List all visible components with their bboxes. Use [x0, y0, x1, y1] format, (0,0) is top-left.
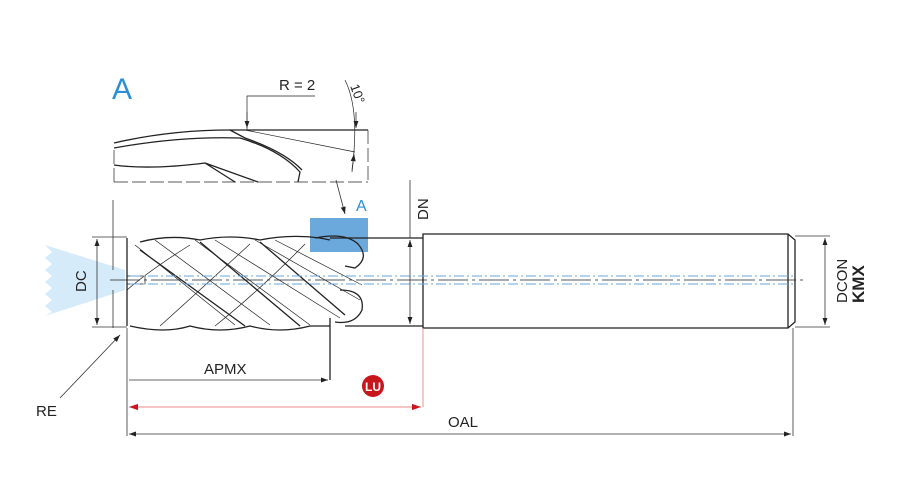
- detail-highlight-box: [310, 218, 368, 252]
- cutting-flutes: [126, 235, 364, 331]
- apmx-label: APMX: [204, 361, 247, 378]
- dn-label: DN: [415, 198, 432, 220]
- radius-label: R = 2: [279, 77, 315, 94]
- coolant-spray: [45, 245, 125, 316]
- dcon-label: DCON: [834, 259, 851, 303]
- lu-label: LU: [365, 380, 381, 394]
- shank: [422, 233, 796, 329]
- oal-label: OAL: [448, 414, 478, 431]
- dc-label: DC: [73, 270, 90, 292]
- centerline: [130, 275, 795, 285]
- detail-a-view: [113, 79, 369, 215]
- neck: [329, 237, 423, 380]
- kmx-label: KMX: [849, 265, 868, 303]
- detail-marker: A: [356, 198, 367, 215]
- detail-title: A: [112, 73, 132, 106]
- lu-badge: [362, 375, 384, 397]
- angle-label: 10°: [347, 82, 368, 106]
- re-label: RE: [36, 403, 57, 420]
